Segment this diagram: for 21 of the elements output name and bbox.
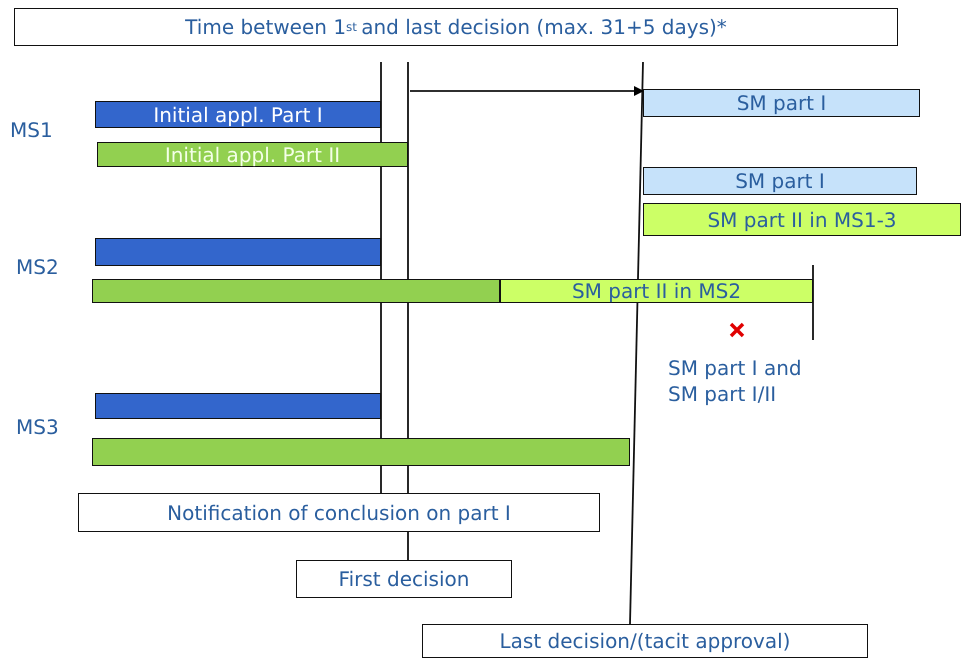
label-box: Notification of conclusion on part I [78,493,600,532]
timeline-bar [95,238,381,266]
time-line [629,62,644,624]
label-box: Time between 1$^{st}$ and last decision (max. 31+5 days)* [14,8,898,46]
timeline-bar [92,279,500,303]
timeline-bar: SM part II in MS1-3 [643,203,961,236]
timeline-bar: SM part I [643,89,920,117]
timeline-bar: Initial appl. Part II [97,142,408,167]
arrow [410,86,644,96]
timeline-bar [92,438,630,466]
row-label: MS3 [16,415,59,439]
time-line [407,61,409,561]
timeline-bar: SM part I [643,167,917,195]
note-text: SM part I and SM part I/II [668,355,803,407]
timeline-bar: SM part II in MS2 [500,279,813,303]
label-box: Last decision/(tacit approval) [422,624,868,658]
row-label: MS1 [10,118,53,142]
label-box: First decision [296,560,512,598]
row-label: MS2 [16,255,59,279]
timeline-bar [95,393,381,419]
timeline-bar: Initial appl. Part I [95,101,381,128]
